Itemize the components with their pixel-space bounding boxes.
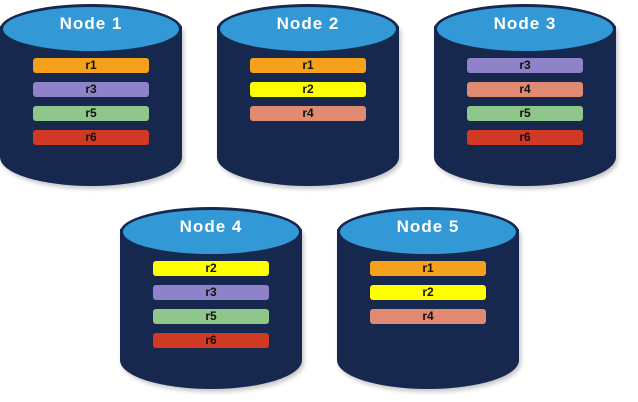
replica-bar[interactable]: r3 [467, 58, 583, 73]
replica-bar[interactable]: r6 [153, 333, 269, 348]
replica-bar-list: r1 r2 r4 [337, 261, 519, 333]
cylinder-top-ellipse [0, 4, 182, 54]
replica-bar[interactable]: r3 [153, 285, 269, 300]
replica-bar-list: r1 r2 r4 [217, 58, 399, 130]
replica-bar[interactable]: r3 [33, 82, 149, 97]
node-label: Node 3 [493, 14, 557, 33]
replica-bar[interactable]: r6 [467, 130, 583, 145]
database-node[interactable]: Node 2 r1 r2 r4 [217, 0, 399, 192]
replica-bar[interactable]: r5 [33, 106, 149, 121]
replica-bar[interactable]: r4 [250, 106, 366, 121]
node-row-top: Node 1 r1 r3 r5 r6 Node 2 r1 r2 r4 Node 3 r3 r4 r5 r6 [0, 0, 616, 192]
replica-bar[interactable]: r1 [250, 58, 366, 73]
replica-bar[interactable]: r2 [250, 82, 366, 97]
database-node[interactable]: Node 1 r1 r3 r5 r6 [0, 0, 182, 192]
replica-bar[interactable]: r4 [370, 309, 486, 324]
node-label: Node 2 [276, 14, 340, 33]
replica-bar[interactable]: r5 [153, 309, 269, 324]
cylinder-top-ellipse [434, 4, 616, 54]
cylinder-top-ellipse [217, 4, 399, 54]
cylinder-top-ellipse [120, 207, 302, 257]
replica-bar[interactable]: r2 [153, 261, 269, 276]
database-node[interactable]: Node 5 r1 r2 r4 [337, 203, 519, 395]
replica-bar-list: r2 r3 r5 r6 [120, 261, 302, 357]
replica-bar[interactable]: r2 [370, 285, 486, 300]
replica-bar[interactable]: r4 [467, 82, 583, 97]
replica-bar[interactable]: r1 [370, 261, 486, 276]
node-label: Node 4 [179, 217, 243, 236]
cylinder-top-ellipse [337, 207, 519, 257]
node-label: Node 5 [396, 217, 460, 236]
database-node[interactable]: Node 3 r3 r4 r5 r6 [434, 0, 616, 192]
replica-bar-list: r3 r4 r5 r6 [434, 58, 616, 154]
replica-bar[interactable]: r5 [467, 106, 583, 121]
node-label: Node 1 [59, 14, 123, 33]
replica-bar-list: r1 r3 r5 r6 [0, 58, 182, 154]
replica-bar[interactable]: r1 [33, 58, 149, 73]
node-row-bottom: Node 4 r2 r3 r5 r6 Node 5 r1 r2 r4 [120, 203, 519, 395]
database-node[interactable]: Node 4 r2 r3 r5 r6 [120, 203, 302, 395]
replica-bar[interactable]: r6 [33, 130, 149, 145]
